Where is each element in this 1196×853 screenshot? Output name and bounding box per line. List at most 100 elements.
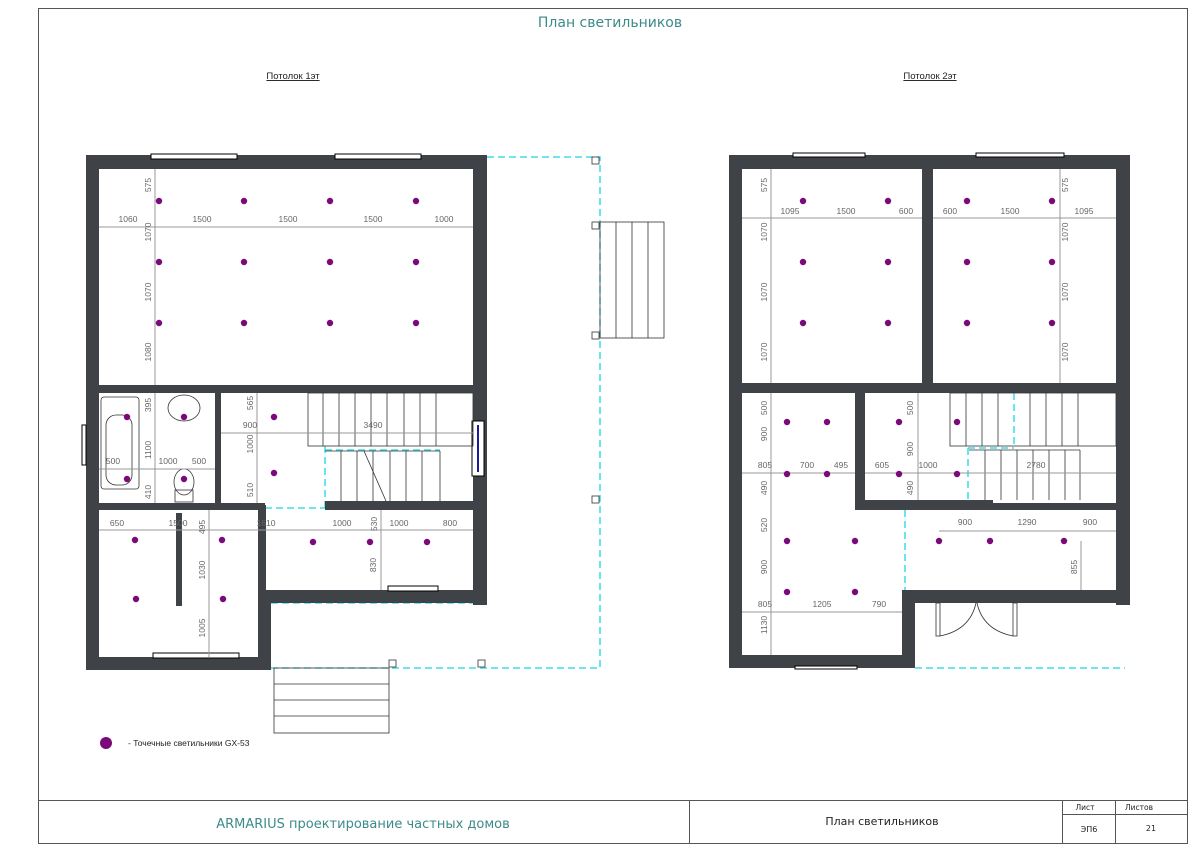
- floor2-plan: 575 1095 1500 600 600 1500 1095 575 1070…: [729, 152, 1130, 670]
- dimension-label: 395: [143, 398, 153, 412]
- dimension-label: 1000: [245, 434, 255, 453]
- dimension-label: 1080: [143, 342, 153, 361]
- dimension-label: 530: [369, 517, 379, 531]
- ceiling-light: [412, 319, 420, 327]
- dimension-label: 700: [800, 460, 814, 470]
- ceiling-light: [240, 319, 248, 327]
- dimension-label: 500: [759, 401, 769, 415]
- sheet-number: ЭП6: [1081, 825, 1098, 834]
- dimension-label: 3490: [364, 420, 383, 430]
- sheets-count: 21: [1146, 824, 1156, 833]
- dimension-label: 1070: [759, 282, 769, 301]
- dimension-label: 510: [245, 483, 255, 497]
- dimension-label: 605: [875, 460, 889, 470]
- dimension-label: 1070: [759, 342, 769, 361]
- ceiling-light: [366, 538, 374, 546]
- ceiling-light: [823, 418, 831, 426]
- dimension-label: 1500: [279, 214, 298, 224]
- title-block: [38, 800, 1187, 843]
- ceiling-light: [799, 197, 807, 205]
- dimension-label: 500: [905, 401, 915, 415]
- ceiling-light: [240, 258, 248, 266]
- dimension-label: 1070: [759, 222, 769, 241]
- dimension-label: 805: [758, 599, 772, 609]
- ceiling-light: [963, 258, 971, 266]
- dimension-label: 520: [759, 518, 769, 532]
- dimension-label: 805: [758, 460, 772, 470]
- ceiling-light: [180, 475, 188, 483]
- ceiling-light: [123, 475, 131, 483]
- dimension-label: 1500: [193, 214, 212, 224]
- dimension-label: 900: [1083, 517, 1097, 527]
- dimension-label: 410: [143, 485, 153, 499]
- ceiling-light: [935, 537, 943, 545]
- legend-label: - Точечные светильники GX-53: [128, 738, 250, 748]
- floor1-dimensions: 1060 1500 1500 1500 1000 575 1070 1070 1…: [106, 178, 457, 638]
- dimension-label: 1500: [364, 214, 383, 224]
- ceiling-light: [783, 418, 791, 426]
- dimension-label: 1205: [813, 599, 832, 609]
- dimension-label: 900: [759, 560, 769, 574]
- ceiling-light: [799, 319, 807, 327]
- ceiling-light: [1048, 319, 1056, 327]
- floor2-title: Потолок 2эт: [903, 71, 957, 82]
- legend: - Точечные светильники GX-53: [100, 737, 250, 749]
- ceiling-light: [240, 197, 248, 205]
- dimension-label: 1290: [1018, 517, 1037, 527]
- floor2-lamps: [783, 197, 1068, 596]
- drawing-name: План светильников: [825, 815, 938, 828]
- ceiling-light: [823, 470, 831, 478]
- dimension-label: 1070: [1060, 282, 1070, 301]
- floor1-plan: 1060 1500 1500 1500 1000 575 1070 1070 1…: [81, 153, 665, 734]
- dimension-label: 600: [943, 206, 957, 216]
- dimension-label: 495: [197, 520, 207, 534]
- dimension-label: 565: [245, 396, 255, 410]
- ceiling-light: [270, 413, 278, 421]
- ceiling-light: [953, 470, 961, 478]
- ceiling-light: [412, 197, 420, 205]
- ceiling-light: [155, 319, 163, 327]
- ceiling-light: [270, 469, 278, 477]
- ceiling-light: [326, 319, 334, 327]
- dimension-label: 1005: [197, 618, 207, 637]
- dimension-label: 1500: [169, 518, 188, 528]
- ceiling-light: [155, 258, 163, 266]
- floor1-lamps: [123, 197, 431, 603]
- ceiling-light: [884, 258, 892, 266]
- ceiling-light: [123, 413, 131, 421]
- dimension-label: 1130: [759, 616, 769, 635]
- dimension-label: 1070: [143, 222, 153, 241]
- dimension-label: 790: [872, 599, 886, 609]
- dimension-label: 490: [759, 481, 769, 495]
- floor1-title: Потолок 1эт: [266, 71, 320, 82]
- ceiling-light: [423, 538, 431, 546]
- dimension-label: 800: [443, 518, 457, 528]
- ceiling-light: [895, 470, 903, 478]
- ceiling-light: [412, 258, 420, 266]
- dimension-label: 830: [368, 558, 378, 572]
- dimension-label: 1100: [143, 441, 153, 460]
- dimension-label: 1095: [781, 206, 800, 216]
- ceiling-light: [783, 537, 791, 545]
- ceiling-light: [884, 319, 892, 327]
- dimension-label: 900: [958, 517, 972, 527]
- ceiling-light: [155, 197, 163, 205]
- ceiling-light: [1060, 537, 1068, 545]
- dimension-label: 1070: [1060, 222, 1070, 241]
- dimension-label: 650: [110, 518, 124, 528]
- ceiling-light: [219, 595, 227, 603]
- ceiling-light: [986, 537, 994, 545]
- ceiling-light: [953, 418, 961, 426]
- dimension-label: 1610: [257, 518, 276, 528]
- ceiling-light: [799, 258, 807, 266]
- dimension-label: 500: [192, 456, 206, 466]
- ceiling-light: [1048, 258, 1056, 266]
- sheets-label: Листов: [1125, 803, 1153, 812]
- ceiling-light: [309, 538, 317, 546]
- dimension-label: 600: [899, 206, 913, 216]
- dimension-label: 1070: [143, 282, 153, 301]
- ceiling-light: [851, 588, 859, 596]
- dimension-label: 1000: [159, 456, 178, 466]
- dimension-label: 490: [905, 481, 915, 495]
